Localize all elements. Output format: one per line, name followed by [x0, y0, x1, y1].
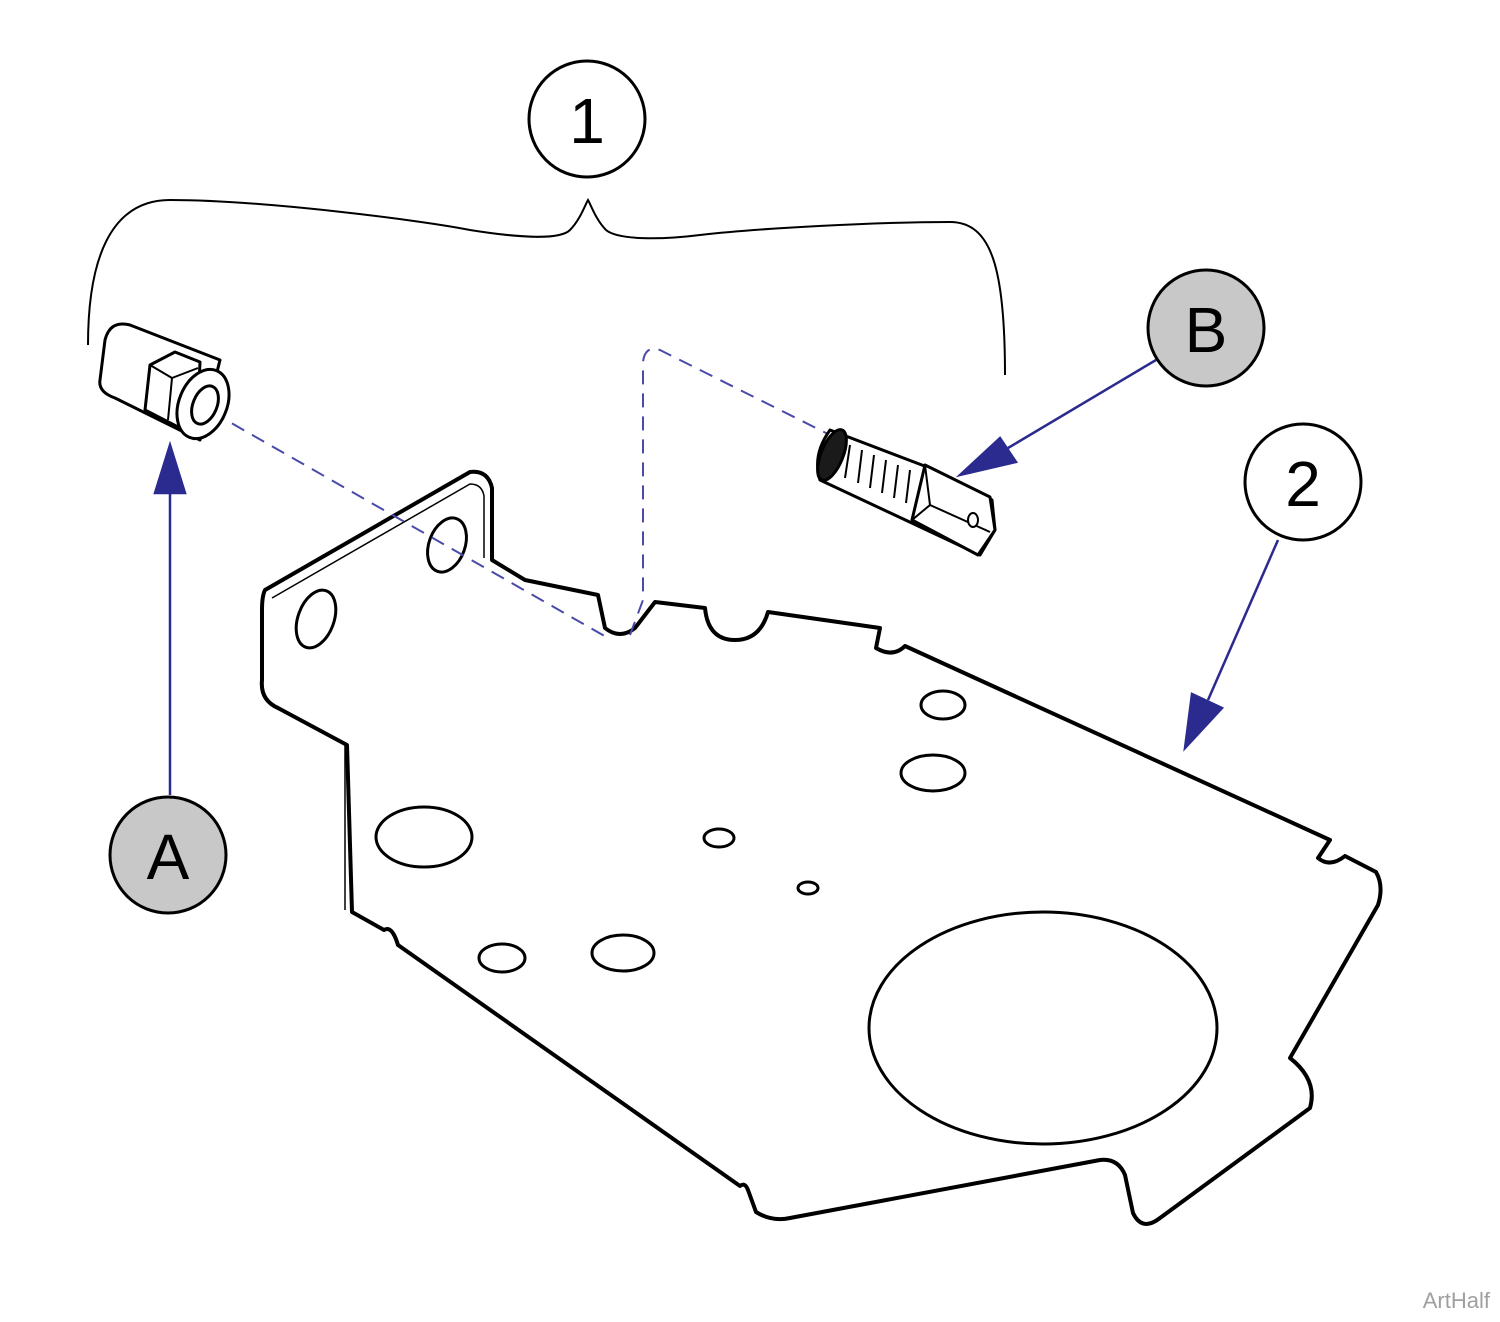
callout-2-label: 2	[1285, 448, 1321, 520]
callout-b: B	[1146, 268, 1266, 388]
assembly-paths	[211, 347, 831, 639]
plate-hole	[702, 827, 736, 849]
mounting-plate	[259, 469, 1383, 1226]
leader-b-arrowhead	[955, 436, 1019, 478]
leader-b-line	[1007, 358, 1157, 450]
callout-a-label: A	[147, 821, 190, 893]
callout-b-label: B	[1185, 294, 1228, 366]
plate-edge-line	[271, 483, 485, 599]
callout-1: 1	[527, 59, 647, 179]
callout-2: 2	[1243, 422, 1363, 542]
fitting-b-oring	[816, 428, 848, 482]
plate-hole	[426, 516, 468, 574]
callout-1-label: 1	[569, 85, 605, 157]
callout-a-circle	[108, 795, 228, 915]
fitting-b	[816, 428, 997, 557]
assembly-path-a	[211, 411, 609, 639]
fitting-b-port	[967, 512, 979, 528]
item-1-bracket	[87, 198, 1006, 376]
fitting-b-threads	[844, 444, 911, 504]
callout-1-circle	[527, 59, 647, 179]
plate-hole	[477, 942, 527, 974]
callout-b-circle	[1146, 268, 1266, 388]
leader-2-line	[1206, 539, 1280, 701]
fitting-a-bore	[190, 384, 220, 426]
fitting-b-hex	[910, 463, 997, 557]
fitting-a	[98, 322, 231, 442]
callout-2-circle	[1243, 422, 1363, 542]
callout-a: A	[108, 795, 228, 915]
plate-hole	[590, 933, 656, 973]
assembly-path-b	[629, 347, 831, 636]
plate-hole	[796, 880, 820, 896]
watermark-text: ArtHalf	[1422, 1288, 1490, 1313]
plate-large-hole	[867, 910, 1219, 1146]
plate-hole	[294, 588, 338, 650]
fitting-a-hex-edge	[149, 364, 199, 421]
plate-hole	[919, 689, 967, 721]
plate-hole	[374, 805, 474, 869]
leader-a-arrowhead	[153, 440, 187, 495]
leader-lines	[153, 358, 1280, 795]
plate-hole	[899, 753, 967, 793]
leader-2-arrowhead	[1183, 692, 1225, 752]
